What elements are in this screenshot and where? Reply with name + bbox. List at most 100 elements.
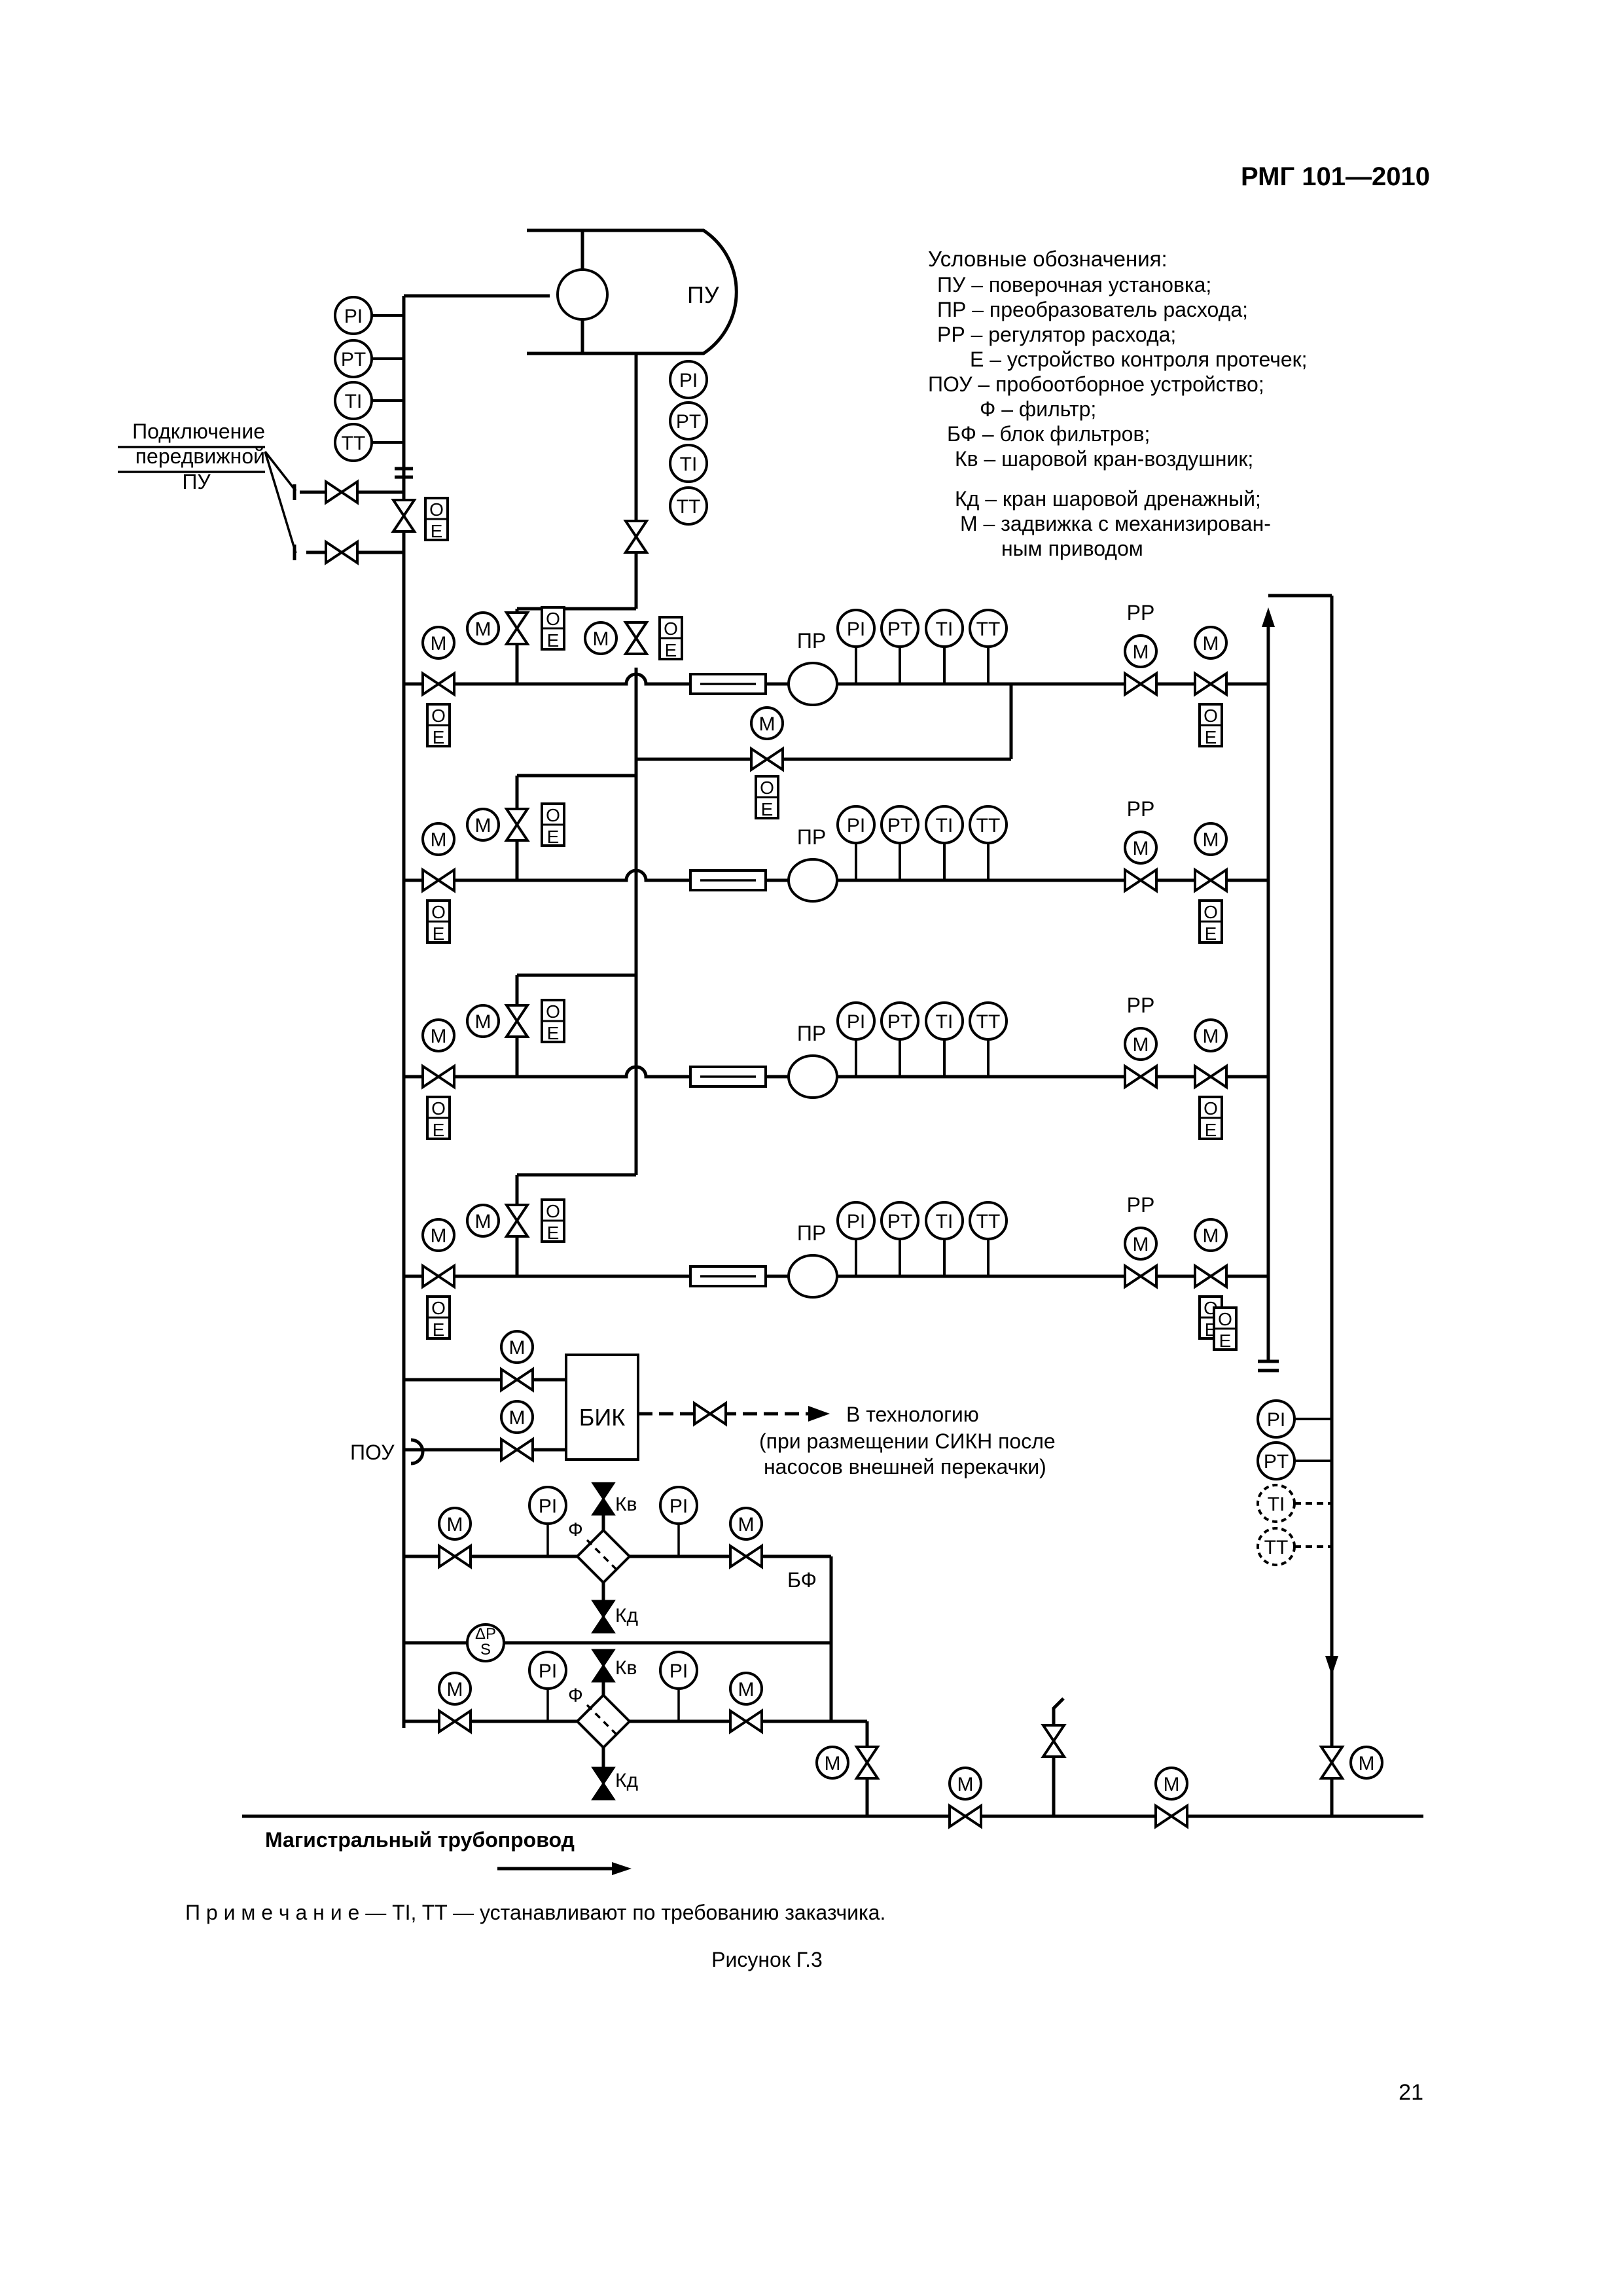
page-number: 21 <box>1399 2080 1423 2105</box>
return-instrument-text: PT <box>1264 1451 1289 1473</box>
bik-inlet-valve <box>500 1367 534 1393</box>
line-instrument <box>880 1001 919 1041</box>
note: П р и м е ч а н и е — TI, TT — устанавли… <box>185 1901 885 1924</box>
line-instrument <box>969 1201 1008 1240</box>
pi-indicator-text: PI <box>344 306 363 327</box>
line-instrument <box>925 609 964 648</box>
leak-check-unit-o: O <box>431 706 446 726</box>
legend-item: БФ – блок фильтров; <box>947 422 1150 446</box>
legend-item: М – задвижка с механизирован- <box>960 512 1271 535</box>
pr-label: ПР <box>797 629 826 653</box>
leak-check-unit-o: O <box>431 902 446 922</box>
technology-valve <box>693 1401 727 1427</box>
prover-label: ПУ <box>687 281 720 308</box>
kd-label-1: Кд <box>615 1605 638 1626</box>
line-instrument-text: PT <box>887 1011 912 1033</box>
technology-line-2: (при размещении СИКН после <box>759 1429 1056 1453</box>
bypass-motor-drive <box>466 611 500 645</box>
line-instrument-text: PI <box>847 619 865 640</box>
return-motor-drive <box>1349 1746 1383 1780</box>
return-valve <box>1319 1746 1345 1780</box>
inlet-motor-drive <box>421 1218 455 1252</box>
trunk-motor-drive-text: M <box>1164 1774 1180 1795</box>
bypass-motor-drive <box>466 808 500 842</box>
regulator-motor-drive-text: M <box>1133 1034 1149 1056</box>
prover-return-valve <box>623 621 649 655</box>
regulator-motor-drive-text: M <box>1133 641 1149 663</box>
flow-regulator-valve <box>1124 867 1158 893</box>
leak-check-unit-e: E <box>761 799 774 819</box>
trunk-valve <box>1154 1803 1188 1829</box>
leak-check-unit-e: E <box>1205 727 1217 747</box>
pi-indicator <box>659 1651 698 1690</box>
kv-label-1: Кв <box>615 1494 637 1515</box>
filter-motor-drive <box>729 1507 763 1541</box>
rr-label: РР <box>1127 994 1155 1017</box>
filter-motor-drive-text: M <box>738 1514 755 1535</box>
return-instrument <box>1257 1441 1296 1480</box>
bypass-motor-drive-text: M <box>759 713 776 735</box>
technology-line-3: насосов внешней перекачки) <box>764 1455 1046 1479</box>
prover-outlet-valve <box>623 520 649 554</box>
pt-transmitter-text: PT <box>341 349 366 370</box>
regulator-motor-drive-text: M <box>1133 1234 1149 1255</box>
leak-check-unit-o: O <box>1218 1309 1232 1329</box>
filter-motor-drive <box>438 1507 472 1541</box>
flow-regulator-valve <box>1124 1263 1158 1289</box>
line-instrument-text: TT <box>976 815 1001 836</box>
filter-outlet-valve <box>729 1708 763 1734</box>
pr-label: ПР <box>797 1022 826 1045</box>
prover-motor-drive <box>584 621 618 655</box>
return-instrument <box>1257 1399 1296 1439</box>
leak-check-unit-e: E <box>1205 1120 1217 1140</box>
drain-motor-drive <box>815 1746 849 1780</box>
return-motor-drive-text: M <box>1359 1753 1375 1774</box>
return-instrument-text: PI <box>1267 1409 1285 1431</box>
line-instrument-text: TI <box>936 619 954 640</box>
pi-indicator-text: PI <box>669 1496 688 1517</box>
bypass-line-valve <box>750 746 784 772</box>
filter-motor-drive <box>438 1672 472 1706</box>
line-instrument <box>836 1201 876 1240</box>
ti-indicator <box>669 444 708 483</box>
line-instrument <box>880 805 919 844</box>
pipeline-label: Магистральный трубопровод <box>265 1828 575 1852</box>
outlet-motor-drive <box>1194 822 1228 856</box>
leak-check-unit-o: O <box>431 1298 446 1318</box>
bypass-motor-drive <box>750 706 784 740</box>
outlet-motor-drive <box>1194 626 1228 660</box>
inlet-motor-drive-text: M <box>431 1225 447 1247</box>
filter-motor-drive <box>729 1672 763 1706</box>
line-instrument <box>969 805 1008 844</box>
inlet-valve <box>391 499 417 533</box>
row-inlet-valve <box>421 1064 455 1090</box>
air-vent-valve <box>591 1649 616 1683</box>
flow-regulator-valve <box>1124 671 1158 697</box>
regulator-motor-drive <box>1124 831 1158 865</box>
measuring-line-2 <box>404 858 1268 903</box>
filter-motor-drive-text: M <box>447 1679 463 1700</box>
connection-label: Подключение передвижной ПУ <box>118 420 297 554</box>
pi-indicator <box>528 1486 567 1525</box>
line-instrument-text: TI <box>936 1211 954 1232</box>
kd-label-2: Кд <box>615 1770 638 1791</box>
connection-valve <box>325 539 359 565</box>
return-instrument <box>1257 1484 1296 1523</box>
pipes <box>242 294 1423 1818</box>
pi-indicator <box>659 1486 698 1525</box>
pi-indicator-text: PI <box>539 1496 557 1517</box>
tt-transmitter-text: TT <box>677 496 701 518</box>
drain-line-valve <box>854 1746 880 1780</box>
bypass-valve <box>504 1004 530 1038</box>
connection-line-2: передвижной <box>135 444 265 468</box>
pr-label: ПР <box>797 825 826 849</box>
dp-switch <box>466 1623 505 1662</box>
filter-inlet-valve <box>438 1708 472 1734</box>
bik-inlet-valve <box>500 1437 534 1463</box>
outlet-motor-drive-text: M <box>1203 1225 1219 1247</box>
technology-line-1: В технологию <box>846 1403 979 1426</box>
line-instrument <box>969 1001 1008 1041</box>
connection-valve <box>325 479 359 505</box>
